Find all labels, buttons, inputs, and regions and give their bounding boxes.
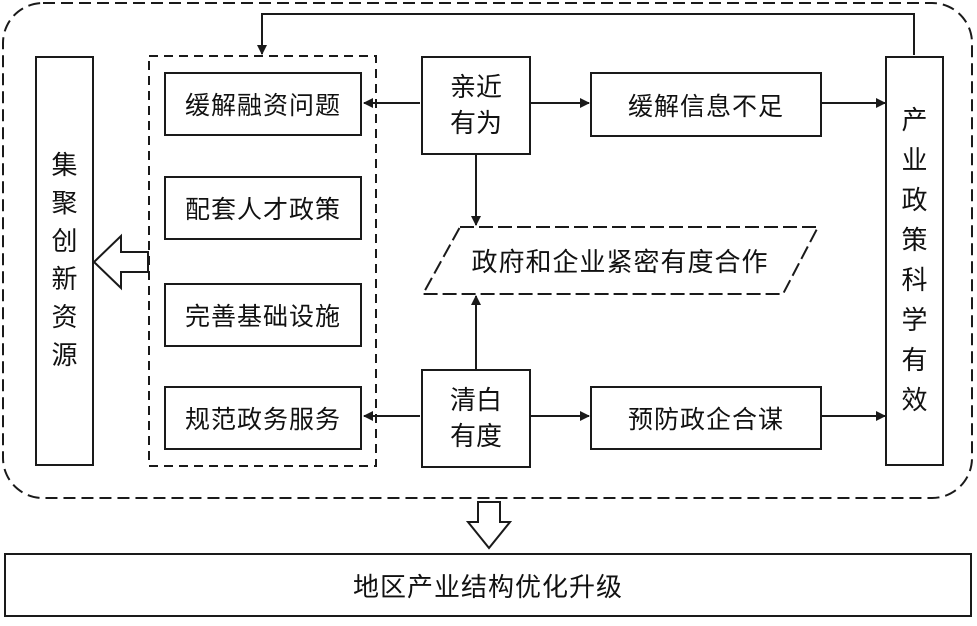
hollow-arrow-to-upgrade bbox=[465, 501, 513, 550]
regional-upgrade-bar: 地区产业结构优化升级 bbox=[4, 553, 972, 617]
policy-char: 策 bbox=[901, 226, 928, 256]
collusion-prevention-box: 预防政企合谋 bbox=[590, 386, 822, 450]
innovation-char: 聚 bbox=[51, 189, 78, 219]
talent-policy-box: 配套人才政策 bbox=[164, 176, 362, 240]
policy-char: 产 bbox=[901, 106, 928, 136]
innovation-char: 集 bbox=[51, 151, 78, 181]
cooperation-label: 政府和企业紧密有度合作 bbox=[471, 247, 769, 278]
infrastructure-box: 完善基础设施 bbox=[164, 283, 362, 347]
cooperation-parallelogram bbox=[421, 226, 820, 295]
principle-clean-line2: 有度 bbox=[449, 421, 502, 452]
policy-char: 有 bbox=[901, 346, 928, 376]
innovation-char: 新 bbox=[51, 265, 78, 295]
policy-char: 效 bbox=[901, 386, 928, 416]
principle-close-box: 亲近 有为 bbox=[421, 56, 531, 155]
policy-char: 政 bbox=[901, 186, 928, 216]
hollow-arrow-to-innovation bbox=[92, 233, 149, 291]
government-service-box: 规范政务服务 bbox=[164, 386, 362, 450]
principle-clean-box: 清白 有度 bbox=[421, 369, 531, 468]
innovation-char: 源 bbox=[51, 341, 78, 371]
industrial-policy-column: 产 业 政 策 科 学 有 效 bbox=[885, 56, 944, 466]
info-shortage-box: 缓解信息不足 bbox=[590, 72, 822, 137]
outer-dashed-boundary bbox=[2, 2, 973, 499]
principle-clean-line1: 清白 bbox=[449, 385, 502, 416]
innovation-char: 创 bbox=[51, 227, 78, 257]
innovation-char: 资 bbox=[51, 303, 78, 333]
policy-char: 业 bbox=[901, 146, 928, 176]
policy-char: 学 bbox=[901, 306, 928, 336]
financing-box: 缓解融资问题 bbox=[164, 72, 362, 136]
policy-char: 科 bbox=[901, 266, 928, 296]
feedback-arrow bbox=[257, 13, 915, 55]
principle-close-line1: 亲近 bbox=[449, 72, 502, 103]
innovation-resources-column: 集 聚 创 新 资 源 bbox=[35, 56, 94, 466]
principle-close-line2: 有为 bbox=[449, 108, 502, 139]
